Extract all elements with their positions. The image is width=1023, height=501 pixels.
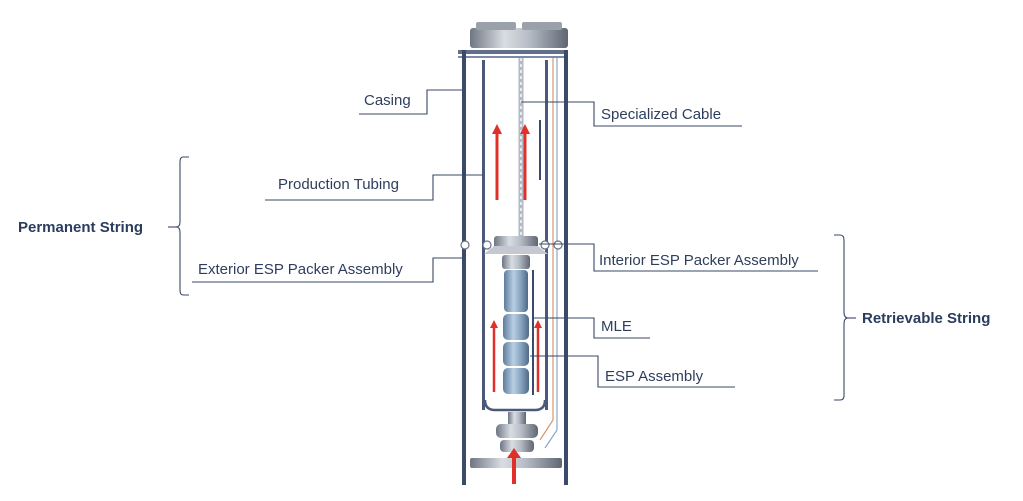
label-casing-text: Casing [364,92,411,109]
label-production-tubing-text: Production Tubing [278,176,399,193]
label-mle-text: MLE [601,318,632,335]
label-exterior-packer: Exterior ESP Packer Assembly [192,257,462,283]
wellhead [458,22,568,58]
label-production-tubing: Production Tubing [265,174,483,201]
packer-assembly-hardware [460,236,563,269]
label-specialized-cable: Specialized Cable [521,101,742,127]
label-exterior-packer-text: Exterior ESP Packer Assembly [198,261,403,278]
group-permanent-string: Permanent String [18,156,189,296]
flow-arrows-lower [490,320,542,392]
retrievable-brace [834,234,849,401]
permanent-brace [175,156,189,296]
intake-hardware [470,412,562,484]
label-interior-packer: Interior ESP Packer Assembly [539,243,818,272]
production-tubing-walls [482,60,548,412]
flow-arrows-upper [492,124,530,200]
esp-pump-string [503,270,534,395]
group-permanent-label: Permanent String [18,219,143,236]
label-esp-assembly-text: ESP Assembly [605,368,704,385]
group-retrievable-string: Retrievable String [834,234,990,401]
label-mle: MLE [534,317,650,339]
label-interior-packer-text: Interior ESP Packer Assembly [599,252,799,269]
well-schematic [458,22,568,485]
label-esp-assembly: ESP Assembly [530,355,735,388]
casing-walls [462,50,568,485]
label-casing: Casing [359,89,462,115]
group-retrievable-label: Retrievable String [862,310,990,327]
label-specialized-cable-text: Specialized Cable [601,106,721,123]
